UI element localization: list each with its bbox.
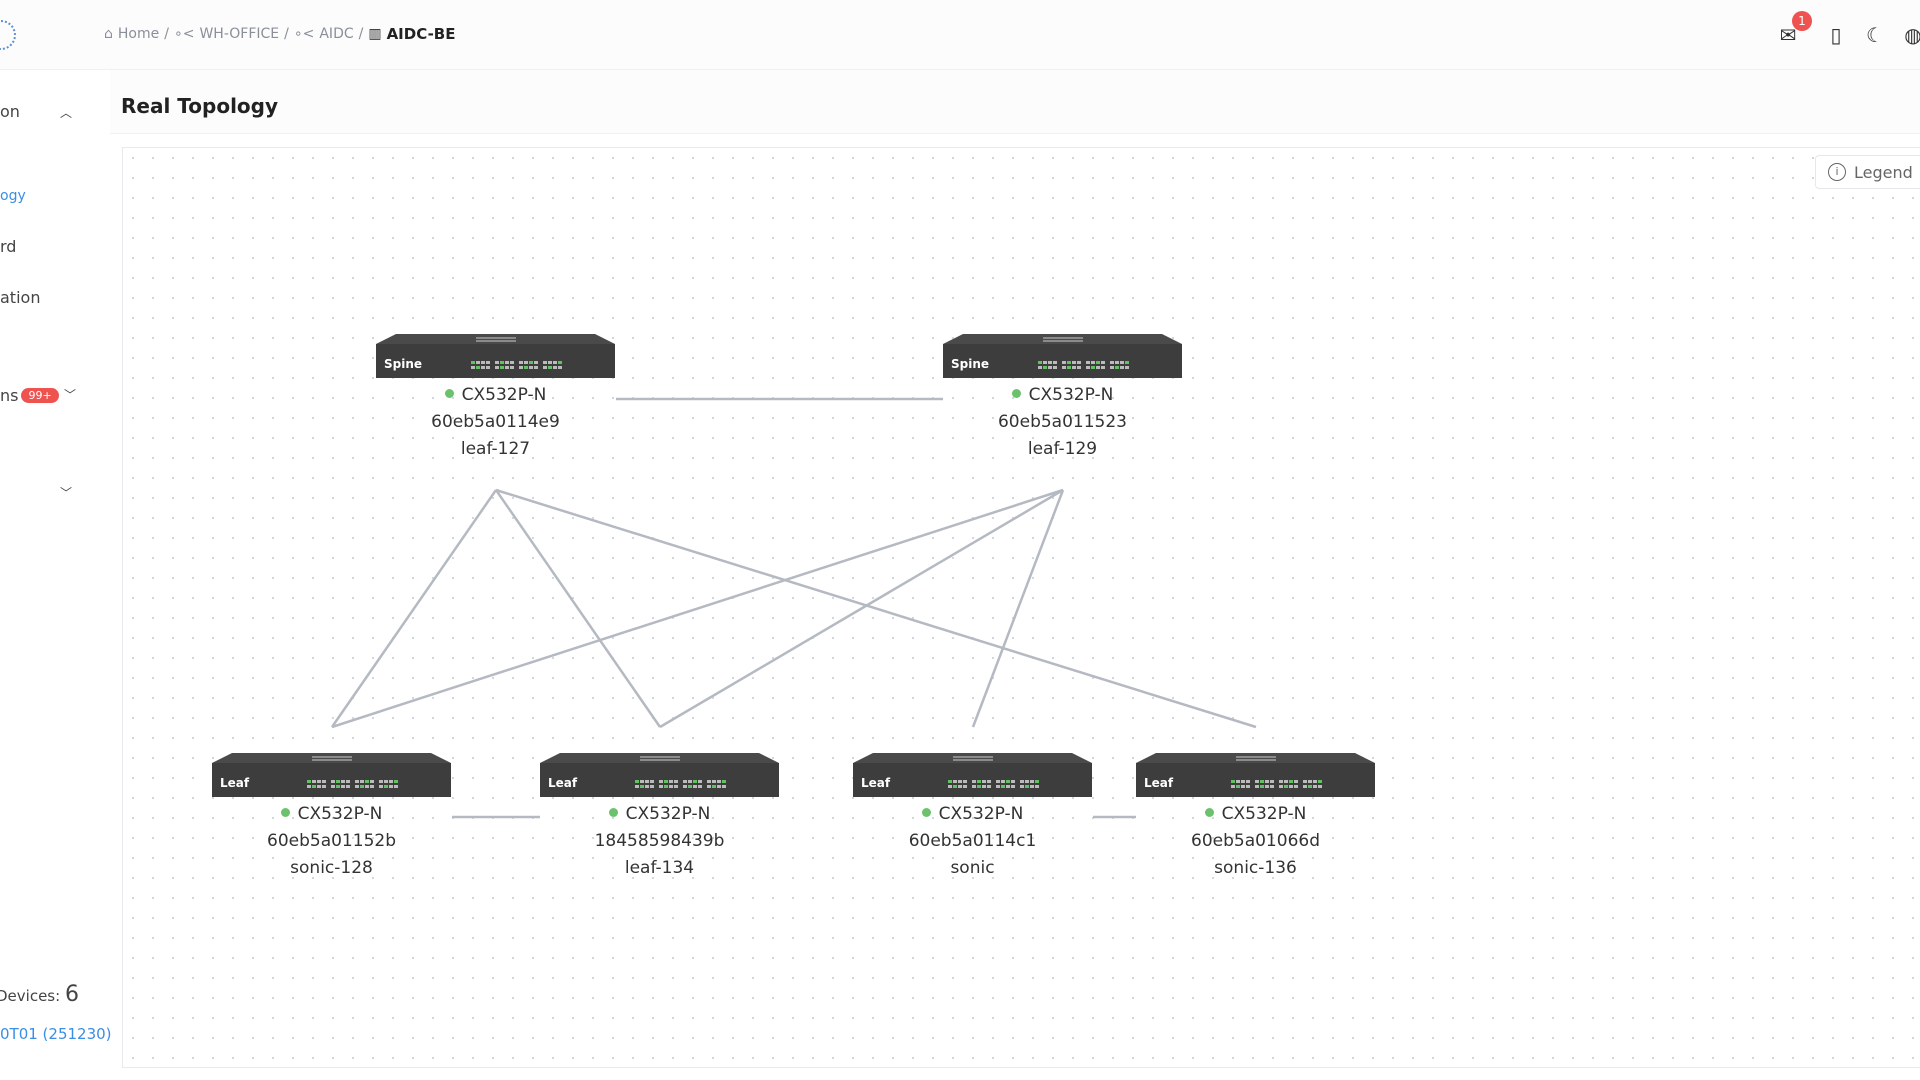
breadcrumb-aidc[interactable]: AIDC (319, 26, 354, 42)
breadcrumb-wh-office[interactable]: WH-OFFICE (199, 26, 280, 42)
home-icon: ⌂ (104, 26, 113, 42)
device-model: CX532P-N (212, 801, 451, 828)
switch-icon[interactable]: Leaf (853, 753, 1092, 797)
device-model: CX532P-N (1136, 801, 1375, 828)
devices-count: 6 (64, 982, 79, 1007)
breadcrumb: ⌂Home/ ∘<WH-OFFICE/ ∘<AIDC/ ▥AIDC-BE (104, 25, 455, 43)
role-label: Leaf (861, 776, 891, 790)
device-name: sonic-136 (1214, 858, 1297, 878)
topology-icon: ∘< (293, 26, 315, 42)
moon-icon[interactable]: ☾ (1866, 23, 1884, 47)
topology-icon: ∘< (173, 26, 195, 42)
map-icon[interactable]: ▯ (1830, 23, 1842, 47)
device-model: CX532P-N (376, 382, 615, 409)
link-line[interactable] (659, 488, 1064, 729)
device-node[interactable]: Leaf CX532P-N 60eb5a0114c1 sonic (853, 753, 1092, 882)
legend-button[interactable]: i Legend (1815, 155, 1920, 189)
sidebar-item-label: ns (0, 386, 19, 405)
chevron-down-icon[interactable]: ﹀ (64, 388, 77, 402)
title-bar (110, 70, 1920, 134)
device-node[interactable]: Spine CX532P-N 60eb5a011523 leaf-129 (943, 334, 1182, 463)
breadcrumb-aidc-be: AIDC-BE (386, 25, 456, 43)
link-line[interactable] (971, 489, 1065, 728)
separator: / (284, 26, 289, 42)
info-icon: i (1828, 163, 1846, 181)
device-name: sonic (950, 858, 995, 878)
chevron-up-icon[interactable]: ︿ (60, 106, 73, 120)
switch-icon[interactable]: Spine (376, 334, 615, 378)
role-label: Leaf (220, 776, 250, 790)
device-id: 60eb5a0114c1 (908, 831, 1037, 851)
device-name: leaf-134 (624, 858, 695, 878)
building-icon: ▥ (368, 26, 382, 42)
page-title: Real Topology (121, 94, 279, 118)
device-name: leaf-127 (460, 439, 531, 459)
status-dot (444, 389, 454, 398)
breadcrumb-home[interactable]: Home (117, 26, 160, 42)
device-id: 60eb5a01152b (267, 831, 396, 851)
role-label: Leaf (548, 776, 578, 790)
device-id: 18458598439b (594, 831, 725, 851)
switch-icon[interactable]: Spine (943, 334, 1182, 378)
sidebar-item-topology[interactable]: ogy (0, 188, 26, 204)
mail-icon[interactable]: ✉ (1779, 23, 1797, 47)
notification-badge: 1 (1792, 11, 1812, 31)
switch-icon[interactable]: Leaf (540, 753, 779, 797)
device-id: 60eb5a0114e9 (431, 412, 560, 432)
sidebar-item[interactable]: ation (0, 288, 41, 307)
device-node[interactable]: Leaf CX532P-N 18458598439b leaf-134 (540, 753, 779, 882)
device-name: sonic-128 (290, 858, 373, 878)
status-dot (921, 808, 931, 817)
status-dot (1011, 389, 1021, 398)
count-badge: 99+ (21, 388, 59, 403)
link-line[interactable] (494, 489, 662, 728)
sidebar-item[interactable]: rd (0, 237, 17, 256)
legend-label: Legend (1854, 162, 1913, 182)
top-header: ⌂Home/ ∘<WH-OFFICE/ ∘<AIDC/ ▥AIDC-BE ✉ 1… (0, 0, 1920, 70)
status-dot (280, 808, 290, 817)
role-label: Spine (951, 357, 989, 371)
link-line[interactable] (331, 488, 1064, 729)
device-name: leaf-129 (1027, 439, 1098, 459)
separator: / (358, 26, 364, 42)
status-dot (1204, 808, 1214, 817)
version-link[interactable]: 0T01 (251230) (0, 1025, 112, 1043)
role-label: Leaf (1144, 776, 1174, 790)
devices-label: Devices: (0, 987, 61, 1005)
sidebar-item[interactable]: on (0, 102, 20, 121)
separator: / (164, 26, 169, 42)
device-count: Devices: 6 (0, 982, 79, 1007)
device-id: 60eb5a011523 (997, 412, 1127, 432)
chevron-down-icon[interactable]: ﹀ (60, 486, 73, 500)
status-dot (608, 808, 618, 817)
link-line[interactable] (495, 488, 1257, 729)
switch-icon[interactable]: Leaf (1136, 753, 1375, 797)
device-node[interactable]: Spine CX532P-N 60eb5a0114e9 leaf-127 (376, 334, 615, 463)
switch-icon[interactable]: Leaf (212, 753, 451, 797)
link-line[interactable] (330, 489, 498, 728)
role-label: Spine (384, 357, 422, 371)
globe-icon[interactable]: ◍ (1904, 23, 1920, 47)
device-node[interactable]: Leaf CX532P-N 60eb5a01066d sonic-136 (1136, 753, 1375, 882)
device-model: CX532P-N (853, 801, 1092, 828)
device-model: CX532P-N (943, 382, 1182, 409)
device-model: CX532P-N (540, 801, 779, 828)
topology-canvas[interactable] (122, 147, 1920, 1068)
device-node[interactable]: Leaf CX532P-N 60eb5a01152b sonic-128 (212, 753, 451, 882)
device-id: 60eb5a01066d (1191, 831, 1320, 851)
